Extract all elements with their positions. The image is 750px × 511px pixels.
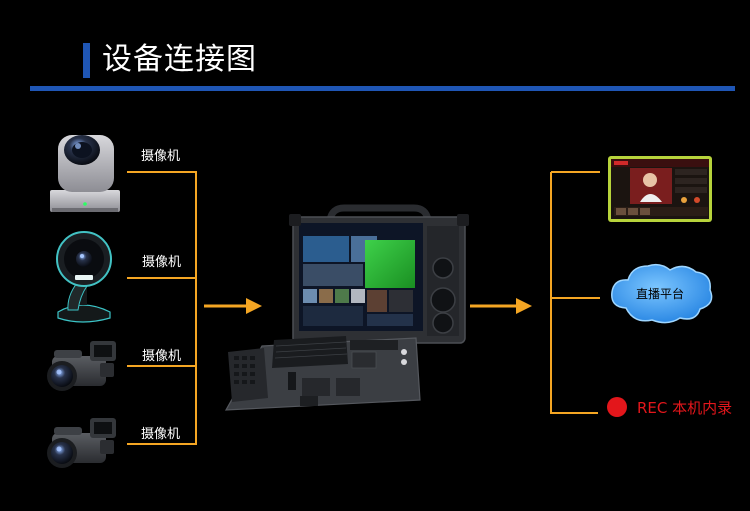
input-label-3: 摄像机	[142, 349, 182, 364]
camcorder-icon	[47, 341, 116, 391]
ptz-camera-icon	[50, 135, 120, 212]
page-title: 设备连接图	[102, 42, 257, 77]
live-platform-label: 直播平台	[635, 287, 684, 301]
output-connectors	[550, 171, 600, 414]
portable-switcher-icon	[224, 204, 469, 411]
monitor-screen-icon	[608, 156, 712, 222]
title-underline	[30, 86, 735, 91]
input-label-2: 摄像机	[142, 255, 182, 270]
input-label-4: 摄像机	[141, 427, 181, 442]
title-accent-bar	[83, 43, 90, 78]
cloud-icon	[611, 263, 713, 324]
record-dot-icon	[607, 397, 627, 417]
input-label-1: 摄像机	[141, 149, 181, 164]
camcorder-icon	[47, 418, 116, 468]
output-arrow	[470, 298, 532, 314]
webcam-icon	[56, 231, 112, 323]
input-arrow	[204, 298, 262, 314]
input-connectors	[127, 171, 197, 445]
record-label: REC 本机内录	[637, 399, 733, 417]
